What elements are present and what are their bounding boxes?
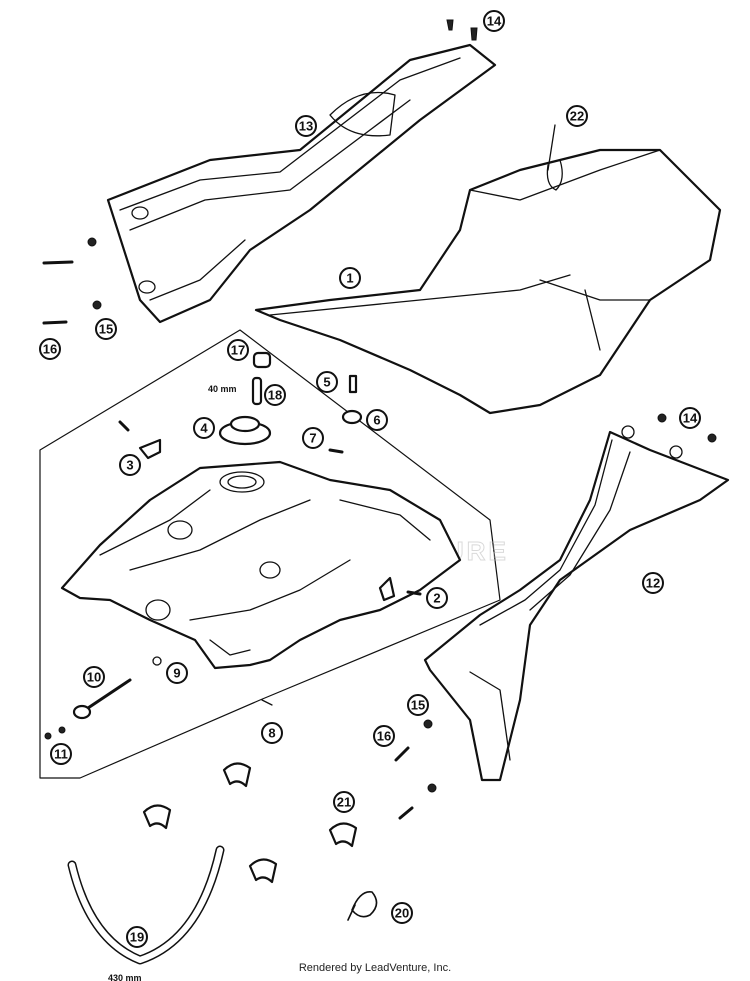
callout-19: 19 — [126, 926, 148, 948]
tank-assembly-outline — [39, 329, 501, 779]
bracket-3 — [118, 420, 162, 460]
callout-4: 4 — [193, 417, 215, 439]
callout-18: 18 — [264, 384, 286, 406]
callout-10: 10 — [83, 666, 105, 688]
damper-6 — [341, 409, 363, 425]
callout-16-left: 16 — [39, 338, 61, 360]
grommet-17 — [252, 351, 272, 369]
callout-8: 8 — [261, 722, 283, 744]
svg-text:10: 10 — [87, 670, 101, 685]
callout-2: 2 — [426, 587, 448, 609]
bolt-16-right — [394, 746, 410, 762]
svg-text:12: 12 — [646, 576, 660, 591]
bolt-16-left — [42, 260, 74, 325]
svg-text:1: 1 — [346, 271, 353, 286]
callout-12: 12 — [642, 572, 664, 594]
nut-15-right — [423, 719, 433, 729]
hose-length-label: 430 mm — [108, 973, 142, 981]
svg-text:6: 6 — [373, 413, 380, 428]
svg-text:14: 14 — [683, 411, 698, 426]
spacer-length-label: 40 mm — [208, 384, 237, 394]
callout-20: 20 — [391, 902, 413, 924]
svg-text:3: 3 — [126, 458, 133, 473]
callout-9: 9 — [166, 662, 188, 684]
clamp-11 — [44, 732, 52, 740]
svg-text:19: 19 — [130, 930, 144, 945]
nut-15-left — [87, 237, 97, 247]
callout-14-top: 14 — [483, 10, 505, 32]
leader-lines — [261, 124, 556, 706]
spacer-18 — [251, 376, 263, 406]
svg-text:14: 14 — [487, 14, 502, 29]
fuel-tank — [60, 460, 462, 670]
clip-2 — [378, 576, 422, 602]
callout-5: 5 — [316, 371, 338, 393]
seat — [254, 148, 722, 415]
svg-text:13: 13 — [299, 119, 313, 134]
nut-9 — [152, 656, 162, 666]
callout-15-left: 15 — [95, 318, 117, 340]
svg-text:5: 5 — [323, 375, 330, 390]
svg-text:17: 17 — [231, 343, 245, 358]
render-credit: Rendered by LeadVenture, Inc. — [298, 962, 452, 974]
callout-15-right: 15 — [407, 694, 429, 716]
svg-text:15: 15 — [411, 698, 425, 713]
callout-6: 6 — [366, 409, 388, 431]
screw-14-top — [446, 19, 478, 41]
svg-text:22: 22 — [570, 109, 584, 124]
right-side-panel — [423, 425, 730, 782]
svg-text:8: 8 — [268, 726, 275, 741]
svg-text:18: 18 — [268, 388, 282, 403]
callout-13: 13 — [295, 115, 317, 137]
callout-22: 22 — [566, 105, 588, 127]
svg-text:2: 2 — [433, 591, 440, 606]
svg-text:16: 16 — [43, 342, 57, 357]
svg-text:11: 11 — [54, 747, 68, 762]
svg-text:4: 4 — [200, 421, 208, 436]
callout-3: 3 — [119, 454, 141, 476]
svg-text:9: 9 — [173, 666, 180, 681]
left-side-panel — [106, 43, 497, 324]
screw-5 — [348, 374, 358, 394]
svg-text:20: 20 — [395, 906, 409, 921]
callout-11: 11 — [50, 743, 72, 765]
fuel-cap-4 — [218, 415, 272, 446]
callout-14-right: 14 — [679, 407, 701, 429]
screw-14-right — [657, 413, 717, 443]
callout-7: 7 — [302, 427, 324, 449]
svg-text:21: 21 — [337, 795, 351, 810]
fuel-valve-10 — [72, 678, 132, 720]
svg-text:7: 7 — [309, 431, 316, 446]
callout-17: 17 — [227, 339, 249, 361]
callout-16-right: 16 — [373, 725, 395, 747]
cable-tie-20 — [347, 891, 378, 921]
callout-1: 1 — [339, 267, 361, 289]
screw-7 — [328, 448, 344, 454]
clip-21 — [142, 762, 358, 884]
svg-text:16: 16 — [377, 729, 391, 744]
svg-text:15: 15 — [99, 322, 113, 337]
callout-21: 21 — [333, 791, 355, 813]
